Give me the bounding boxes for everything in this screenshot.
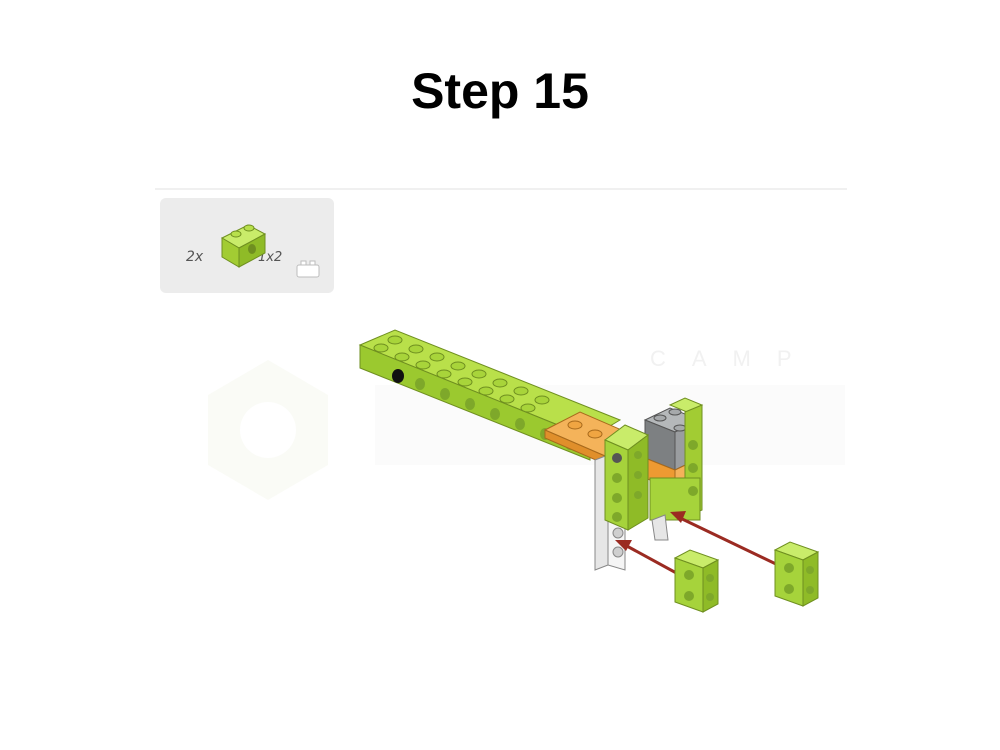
vertical-lime-beam-left <box>604 424 649 531</box>
divider-line <box>155 188 847 190</box>
brick-outline-icon <box>296 260 320 278</box>
watermark-text: CAMP <box>650 346 818 371</box>
lime-brick-part-icon <box>220 224 267 268</box>
insert-arrow-1 <box>615 540 681 577</box>
lime-beam <box>358 329 622 461</box>
insert-arrow-2 <box>670 511 779 567</box>
vertical-lime-beam-right <box>649 397 704 521</box>
parts-quantity: 2x <box>186 249 204 265</box>
axle-hole <box>392 369 404 383</box>
lime-brick-2 <box>773 541 820 607</box>
page-title: Step 15 <box>411 63 589 119</box>
lime-brick-1 <box>673 549 720 613</box>
